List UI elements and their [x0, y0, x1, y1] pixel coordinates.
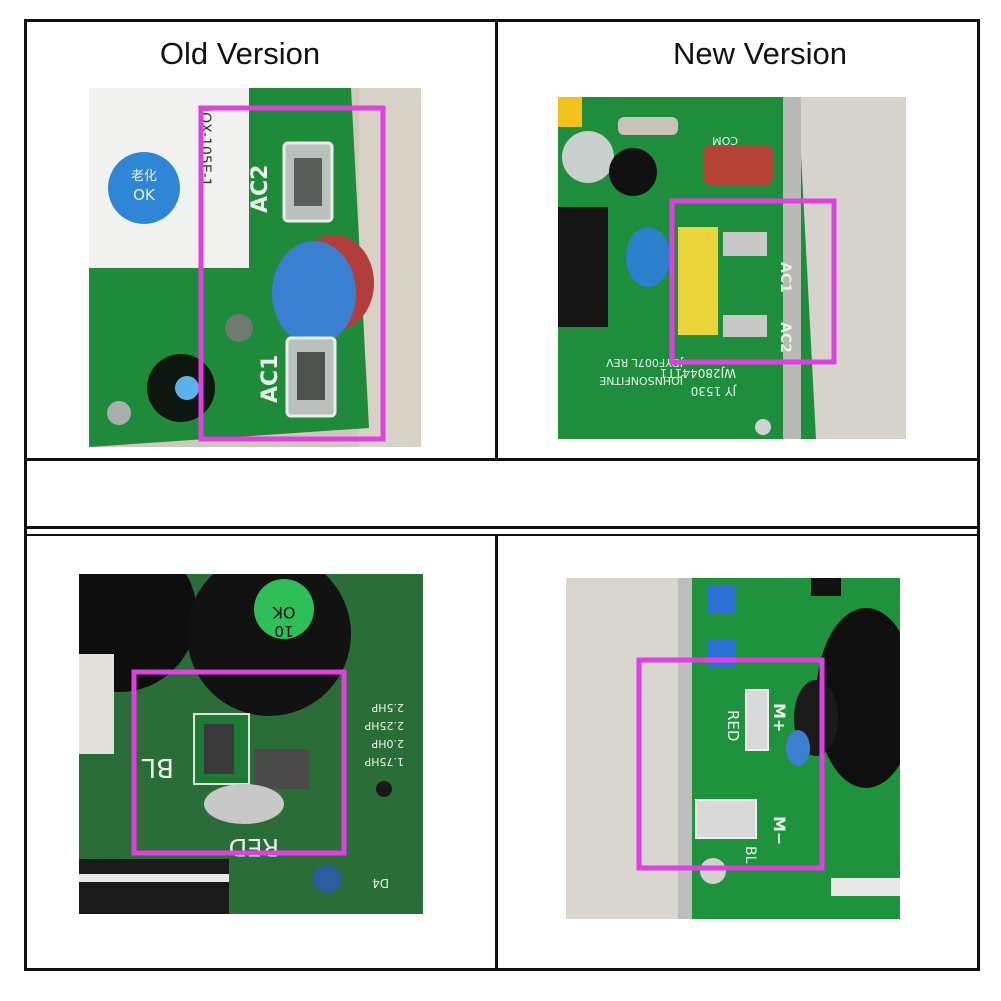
rev-label: JDYF007L REV	[606, 356, 684, 369]
old-motor-terminal-photo: OK 10 BL RED 2.5HP 2.25HP 2.0HP 1.75HP D…	[79, 574, 423, 914]
highlight-box-new-motor	[636, 657, 825, 871]
grid-line-bottom	[26, 968, 980, 971]
new-version-title: New Version	[672, 36, 848, 71]
old-version-title: Old Version	[159, 36, 321, 71]
ac1-label-new: AC1	[777, 262, 793, 293]
highlight-box-old-motor	[131, 669, 347, 856]
bl-label-old: BL	[141, 752, 174, 782]
ac1-label: AC1	[258, 355, 283, 403]
hp-label-1: 2.5HP	[371, 701, 404, 714]
highlight-box-new	[669, 198, 837, 365]
board-id-2: JY 1530	[691, 384, 737, 398]
hp-label-4: 1.75HP	[364, 755, 404, 768]
ac2-label-new: AC2	[777, 322, 793, 353]
maker-label: JOHNSONFITNE	[599, 374, 684, 387]
highlight-box	[198, 105, 386, 442]
grid-line-right	[977, 19, 980, 971]
hp-label-2: 2.25HP	[364, 719, 404, 732]
hp-label-3: 2.0HP	[371, 737, 404, 750]
com-label: COM	[712, 134, 738, 147]
m-plus-label: M+	[770, 703, 789, 732]
m-minus-label: M−	[770, 816, 789, 845]
ok-stamp-text: OK	[133, 186, 156, 204]
grid-line-center-bottom	[495, 534, 498, 971]
grid-line-top	[26, 19, 980, 22]
grid-line-mid-2	[26, 526, 980, 529]
bl-label-new: BL	[742, 846, 758, 864]
grid-line-center-top	[495, 19, 498, 461]
red-label-old: RED	[229, 833, 279, 861]
new-ac-terminal-photo: COM AC1 AC2 WJ280441T1 JY 1530 JOHNSONFI…	[558, 97, 906, 439]
old-ac-terminal-photo: 老化 OK IQX-105E-1 AC2 AC1	[89, 88, 421, 447]
new-motor-terminal-photo: RED M+ M− BL	[566, 578, 900, 919]
grid-line-mid-3	[26, 534, 980, 536]
aging-stamp-text: 老化	[131, 169, 157, 184]
d4-label: D4	[372, 876, 389, 890]
ac2-label: AC2	[248, 165, 273, 213]
grid-line-left	[24, 19, 27, 971]
board-id-1: WJ280441T1	[660, 366, 736, 380]
grid-line-mid-1	[26, 458, 980, 461]
red-label-new: RED	[724, 710, 742, 741]
ok-sticker-line1: OK	[272, 603, 296, 622]
ok-sticker-line2: 10	[274, 622, 293, 640]
